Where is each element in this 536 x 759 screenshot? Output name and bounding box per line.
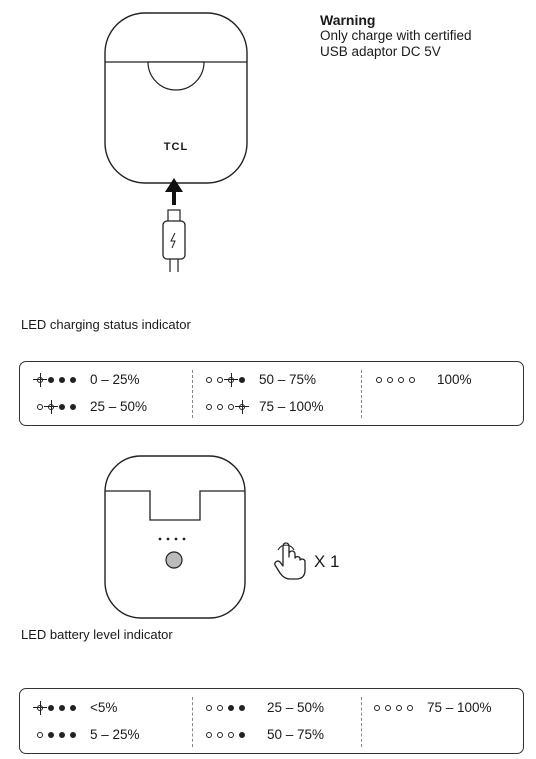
led-blink-icon	[33, 700, 47, 715]
led-empty-icon	[206, 403, 212, 410]
column-divider	[192, 697, 193, 747]
battery-cell: 50 – 75%	[206, 727, 324, 742]
level-label: 0 – 25%	[90, 372, 140, 387]
led-filled-icon	[48, 731, 54, 738]
led-empty-icon	[206, 704, 212, 711]
led-dots	[33, 700, 76, 715]
led-empty-icon	[37, 731, 43, 738]
battery-cell: 25 – 50%	[206, 700, 324, 715]
status-cell: 0 – 25%	[33, 372, 140, 387]
led-empty-icon	[217, 376, 223, 383]
led-filled-icon	[239, 704, 245, 711]
led-filled-icon	[70, 731, 76, 738]
led-empty-icon	[217, 704, 223, 711]
led-empty-icon	[374, 704, 380, 711]
battery-cell: 5 – 25%	[37, 727, 140, 742]
charging-case-illustration	[104, 12, 248, 272]
led-filled-icon	[59, 376, 65, 383]
led-empty-icon	[37, 403, 43, 410]
battery-level-table: <5% 25 – 50% 75 – 100% 5 – 25% 50 – 75%	[19, 688, 524, 754]
led-empty-icon	[217, 731, 223, 738]
led-dots	[376, 376, 415, 383]
led-empty-icon	[376, 376, 382, 383]
led-filled-icon	[70, 704, 76, 711]
led-filled-icon	[48, 704, 54, 711]
warning-line-1: Only charge with certified	[320, 28, 472, 43]
led-empty-icon	[206, 731, 212, 738]
status-cell: 50 – 75%	[206, 372, 316, 387]
level-label: 50 – 75%	[267, 727, 325, 742]
led-filled-icon	[228, 704, 234, 711]
led-empty-icon	[398, 376, 404, 383]
level-label: 5 – 25%	[90, 727, 140, 742]
led-dots	[206, 704, 245, 711]
led-filled-icon	[59, 731, 65, 738]
led-dots	[37, 731, 76, 738]
led-filled-icon	[48, 376, 54, 383]
led-blink-icon	[235, 399, 249, 414]
column-divider	[361, 697, 362, 747]
battery-cell: 75 – 100%	[374, 700, 492, 715]
led-filled-icon	[70, 376, 76, 383]
led-empty-icon	[385, 704, 391, 711]
led-dots	[33, 372, 76, 387]
level-label: 100%	[437, 372, 472, 387]
led-empty-icon	[228, 403, 234, 410]
led-dots	[206, 372, 245, 387]
level-label: 75 – 100%	[427, 700, 492, 715]
status-cell: 25 – 50%	[37, 399, 147, 414]
press-count: X 1	[314, 552, 340, 571]
led-dots	[206, 399, 249, 414]
led-blink-icon	[224, 372, 238, 387]
led-filled-icon	[59, 704, 65, 711]
led-empty-icon	[409, 376, 415, 383]
battery-section-title: LED battery level indicator	[21, 627, 173, 642]
level-label: 25 – 50%	[90, 399, 148, 414]
finger-press-icon	[274, 542, 306, 580]
status-cell: 100%	[376, 372, 472, 387]
led-filled-icon	[59, 403, 65, 410]
case-rear-illustration	[104, 455, 246, 619]
level-label: 50 – 75%	[259, 372, 317, 387]
column-divider	[192, 370, 193, 418]
led-empty-icon	[387, 376, 393, 383]
column-divider	[361, 370, 362, 418]
level-label: <5%	[90, 700, 118, 715]
led-filled-icon	[239, 376, 245, 383]
battery-cell: <5%	[33, 700, 118, 715]
level-label: 25 – 50%	[267, 700, 325, 715]
led-blink-icon	[33, 372, 47, 387]
status-cell: 75 – 100%	[206, 399, 324, 414]
led-empty-icon	[396, 704, 402, 711]
case-logo: TCL	[163, 141, 189, 153]
led-dots	[37, 399, 76, 414]
led-empty-icon	[206, 376, 212, 383]
led-dots	[206, 731, 245, 738]
level-label: 75 – 100%	[259, 399, 324, 414]
led-blink-icon	[44, 399, 58, 414]
led-empty-icon	[217, 403, 223, 410]
warning-block: Warning Only charge with certified USB a…	[320, 12, 472, 60]
led-filled-icon	[70, 403, 76, 410]
led-filled-icon	[239, 731, 245, 738]
warning-line-2: USB adaptor DC 5V	[320, 44, 441, 59]
led-empty-icon	[407, 704, 413, 711]
charging-status-table: 0 – 25% 50 – 75% 100% 25 – 50% 75 – 100%	[19, 361, 524, 426]
led-dots	[374, 704, 413, 711]
charging-section-title: LED charging status indicator	[21, 317, 191, 332]
led-empty-icon	[228, 731, 234, 738]
warning-title: Warning	[320, 12, 376, 28]
